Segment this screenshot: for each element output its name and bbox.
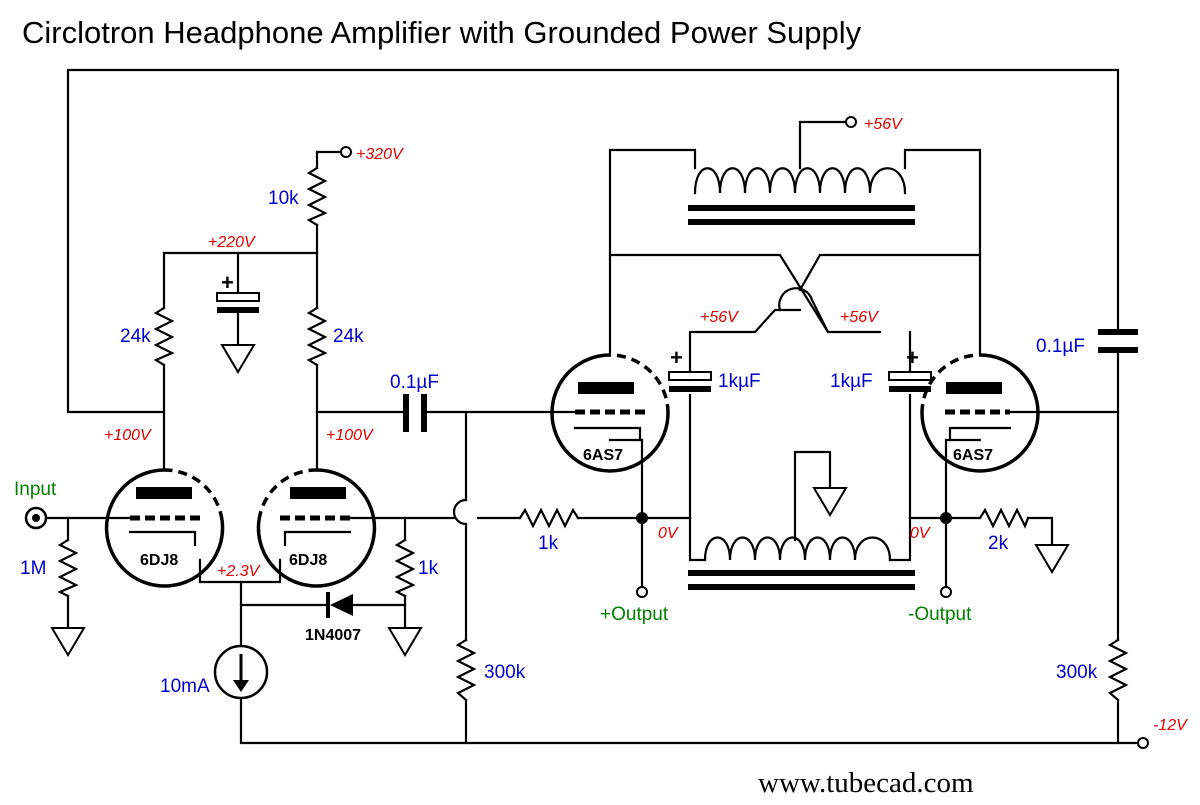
- output-transformer-top: [688, 167, 915, 225]
- label-out-left: 0V: [658, 525, 679, 542]
- tube-label: 6AS7: [583, 447, 623, 464]
- svg-text:+: +: [906, 345, 919, 370]
- label-cathode: +2.3V: [217, 563, 261, 580]
- output-transformer-bottom: [688, 536, 915, 590]
- label-c-coupling-left: 0.1µF: [390, 372, 439, 393]
- resistors: [57, 166, 1129, 702]
- tube-label: 6DJ8: [140, 552, 178, 569]
- capacitors: + + +: [216, 270, 1138, 432]
- label-plate-left: +100V: [104, 427, 152, 444]
- ground-symbols: [50, 344, 1070, 657]
- label-cross-left: +56V: [700, 309, 739, 326]
- svg-text:+: +: [670, 345, 683, 370]
- label-r-bleed-right: 300k: [1056, 662, 1098, 683]
- label-r-out-left: 1k: [538, 533, 559, 554]
- label-plate-right: +100V: [326, 427, 374, 444]
- label-r-plate-right: 24k: [333, 326, 364, 347]
- junction-dots: [636, 512, 952, 524]
- page-title: Circlotron Headphone Amplifier with Grou…: [22, 15, 862, 50]
- tube-6dj8-right: 6DJ8: [256, 468, 377, 588]
- label-out-right: 0V: [910, 525, 931, 542]
- label-cross-right: +56V: [840, 309, 879, 326]
- tube-6as7-right: 6AS7: [920, 353, 1040, 473]
- label-r-out-right: 2k: [988, 533, 1009, 554]
- svg-text:+: +: [221, 270, 234, 295]
- label-decoupled: +220V: [208, 234, 256, 251]
- label-input: Input: [14, 479, 57, 500]
- tube-6as7-left: 6AS7: [550, 353, 670, 473]
- label-c-coupling-right: 0.1µF: [1036, 336, 1085, 357]
- wiring: [38, 68, 1140, 745]
- label-current-source: 10mA: [160, 676, 210, 697]
- label-c-out-left: 1kµF: [718, 371, 761, 392]
- website-credit: www.tubecad.com: [758, 767, 974, 799]
- tube-label: 6AS7: [953, 447, 993, 464]
- label-c-out-right: 1kµF: [830, 371, 873, 392]
- label-r-plate-left: 24k: [120, 326, 151, 347]
- terminals: [24, 116, 1149, 749]
- label-supply-high: +320V: [356, 146, 404, 163]
- label-r-supply: 10k: [268, 188, 299, 209]
- label-r-bleed-left: 300k: [484, 662, 526, 683]
- label-transformer-tap: +56V: [864, 116, 903, 133]
- label-output-plus: +Output: [600, 604, 669, 625]
- label-r-grid: 1M: [20, 558, 46, 579]
- label-r-bias: 1k: [418, 558, 439, 579]
- label-output-minus: -Output: [908, 604, 972, 625]
- label-diode: 1N4007: [305, 627, 361, 644]
- label-supply-negative: -12V: [1153, 717, 1188, 734]
- tube-label: 6DJ8: [289, 552, 327, 569]
- diode-1n4007: [326, 592, 353, 618]
- tube-6dj8-left: 6DJ8: [104, 468, 225, 588]
- current-source-10ma: [213, 644, 269, 700]
